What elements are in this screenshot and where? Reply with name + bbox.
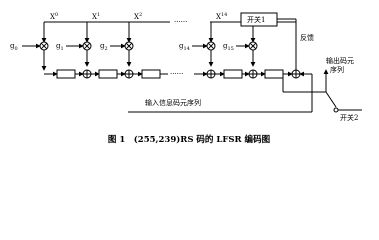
switch-2-lever <box>325 91 337 108</box>
adder-15 <box>248 69 258 79</box>
gain-label-g1: g1 <box>56 42 64 52</box>
output-label: 输出码元 <box>326 56 354 65</box>
tap-label-x2: X2 <box>134 12 142 21</box>
shift-register-15 <box>264 69 284 79</box>
multiplier-g14 <box>206 41 216 51</box>
output-label-2: 序列 <box>330 65 344 74</box>
gain-label-g15: g15 <box>223 42 234 52</box>
gain-label-g14: g14 <box>179 42 190 52</box>
adder-1 <box>82 69 92 79</box>
switch-1-label: 开关1 <box>247 15 265 24</box>
register-ellipsis: ······ <box>170 70 183 78</box>
multiplier-g15 <box>248 41 258 51</box>
feedback-label: 反馈 <box>300 33 314 42</box>
shift-register-14 <box>223 69 243 79</box>
multiplier-g1 <box>82 41 92 51</box>
multiplier-g2 <box>124 41 134 51</box>
shift-register-1 <box>98 69 118 79</box>
tap-label-x1: X1 <box>92 12 100 21</box>
shift-register-0 <box>56 69 76 79</box>
top-ellipsis: ······ <box>174 18 187 26</box>
adder-2 <box>124 69 134 79</box>
input-sequence-label: 输入信息码元序列 <box>145 98 201 107</box>
switch-2-contact <box>333 107 339 113</box>
tap-label-x0: X0 <box>50 12 58 21</box>
adder-14 <box>206 69 216 79</box>
shift-register-2 <box>141 69 161 79</box>
multiplier-g0 <box>39 41 49 51</box>
switch-2-label: 开关2 <box>340 113 358 122</box>
feedback-adder <box>291 69 301 79</box>
lfsr-encoder-diagram: X0 X1 X2 X14 X15 ······ g0 g1 g2 g14 g15 <box>10 12 362 145</box>
gain-label-g2: g2 <box>100 42 108 52</box>
tap-label-x14: X14 <box>216 12 227 21</box>
gain-label-g0: g0 <box>10 42 18 52</box>
figure-caption: 图 1 (255,239)RS 码的 LFSR 编码图 <box>108 134 270 145</box>
